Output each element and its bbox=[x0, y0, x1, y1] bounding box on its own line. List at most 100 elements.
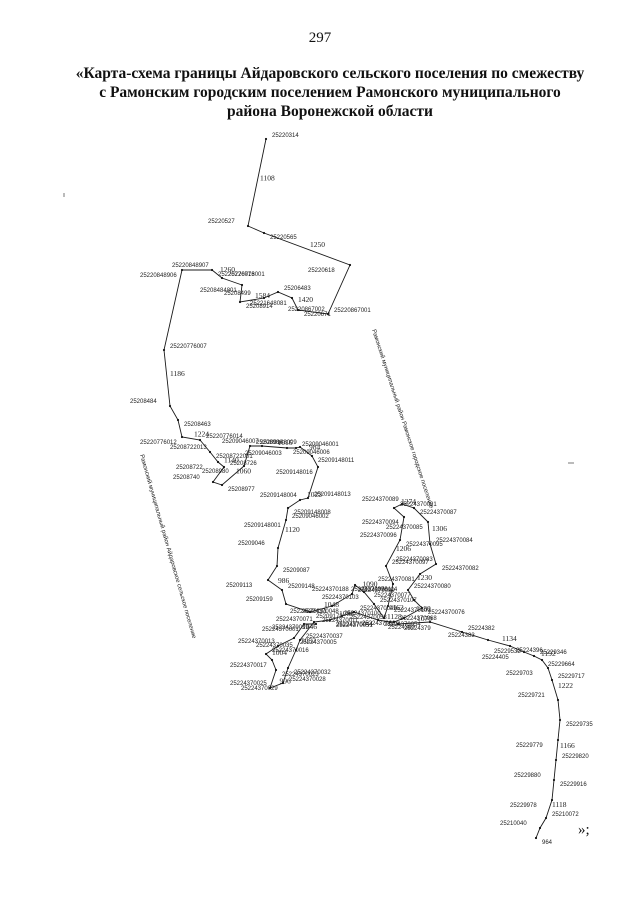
point-label: 25224370084 bbox=[436, 538, 473, 544]
point-label: 25224370081 bbox=[378, 577, 415, 583]
point-label: 25220867001 bbox=[334, 308, 371, 314]
boundary-point-marker bbox=[406, 588, 410, 592]
segment-distance-label: 1206 bbox=[396, 544, 411, 553]
point-label: 25224370076 bbox=[428, 610, 465, 616]
point-label: 25224370058 bbox=[350, 615, 387, 621]
segment-distance-label: 996 bbox=[280, 677, 292, 686]
point-label: 25209148008 bbox=[294, 510, 331, 516]
boundary-point-marker bbox=[396, 622, 400, 626]
boundary-point-marker bbox=[532, 654, 536, 658]
point-label: 25220848907 bbox=[172, 263, 209, 269]
boundary-point-marker bbox=[292, 636, 296, 640]
point-label: 25229820 bbox=[562, 754, 589, 760]
boundary-point-marker bbox=[290, 296, 294, 300]
segment-distance-label: 1260 bbox=[220, 265, 235, 274]
boundary-point-marker bbox=[298, 638, 302, 642]
boundary-point-marker bbox=[284, 518, 288, 522]
point-label: 25224382 bbox=[468, 626, 495, 632]
boundary-point-marker bbox=[314, 622, 318, 626]
boundary-point-marker bbox=[522, 650, 526, 654]
segment-distance-label: 1022 bbox=[307, 490, 322, 499]
boundary-point-marker bbox=[281, 681, 285, 685]
boundary-point-marker bbox=[208, 450, 212, 454]
point-label: 25224370188 bbox=[312, 587, 349, 593]
title-line-2: с Рамонским городским поселением Рамонск… bbox=[99, 84, 561, 101]
point-label: 25220776014 bbox=[206, 434, 243, 440]
boundary-point-marker bbox=[262, 296, 266, 300]
point-label: 25224370016 bbox=[272, 648, 309, 654]
point-label: 25220671 bbox=[304, 312, 331, 318]
district-label-left: Рамонский муниципальный район Айдаровско… bbox=[138, 454, 198, 640]
point-label: 25224370071 bbox=[276, 617, 313, 623]
boundary-point-marker bbox=[264, 137, 268, 141]
point-label: 25229717 bbox=[558, 674, 585, 680]
point-label: 25224370039 bbox=[272, 625, 309, 631]
point-label: 25224370051 bbox=[336, 623, 373, 629]
boundary-point-marker bbox=[540, 658, 544, 662]
point-label: 25220776012 bbox=[140, 440, 177, 446]
point-label: 25224370114 bbox=[361, 587, 398, 593]
boundary-point-marker bbox=[280, 588, 284, 592]
boundary-point-marker bbox=[400, 502, 404, 506]
segment-distance-label: 1004 bbox=[272, 648, 287, 657]
boundary-point-marker bbox=[508, 644, 512, 648]
segment-distance-label: 1192 bbox=[541, 649, 556, 658]
title-line-1: «Карта-схема границы Айдаровского сельск… bbox=[75, 65, 585, 82]
boundary-point-marker bbox=[198, 438, 202, 442]
segment-distance-label: 1048 bbox=[324, 600, 339, 609]
point-label: 25220848906 bbox=[140, 273, 177, 279]
title-line-3: района Воронежской области bbox=[227, 103, 433, 120]
boundary-point-marker bbox=[238, 300, 242, 304]
point-label: 25229346 bbox=[540, 650, 567, 656]
boundary-point-marker bbox=[220, 276, 224, 280]
point-label: 25220867002 bbox=[288, 307, 325, 313]
point-label: 25224370077 bbox=[374, 593, 411, 599]
segment-distance-label: 1306 bbox=[432, 524, 447, 533]
boundary-point-marker bbox=[210, 268, 214, 272]
boundary-point-marker bbox=[168, 404, 172, 408]
segment-distance-label: 986 bbox=[278, 576, 290, 585]
boundary-point-marker bbox=[268, 686, 272, 690]
page-number: 297 bbox=[308, 30, 332, 46]
segment-distance-label: 1060 bbox=[236, 467, 251, 476]
point-label: 25224370131 bbox=[290, 609, 327, 615]
point-label: 25224370069 bbox=[362, 621, 399, 627]
point-label: 25220776013 bbox=[218, 272, 255, 278]
boundary-point-marker bbox=[285, 446, 289, 450]
segment-distance-label: 1070 bbox=[417, 614, 432, 623]
segment-distance-label: 1046 bbox=[302, 622, 317, 631]
point-label: 25224370107 bbox=[380, 598, 417, 604]
boundary-line bbox=[162, 137, 562, 840]
boundary-point-marker bbox=[388, 620, 392, 624]
point-label: 25224370094 bbox=[362, 520, 399, 526]
point-label: 25229735 bbox=[566, 722, 593, 728]
point-label: 25224370085 bbox=[386, 525, 423, 531]
segment-distance-label: 1222 bbox=[558, 681, 573, 690]
boundary-point-marker bbox=[276, 546, 280, 550]
boundary-point-marker bbox=[330, 604, 334, 608]
closing-mark: »; bbox=[578, 822, 590, 838]
boundary-point-marker bbox=[270, 658, 274, 662]
boundary-point-marker bbox=[386, 604, 390, 608]
boundary-point-marker bbox=[220, 483, 224, 487]
point-label: 25221648081 bbox=[250, 301, 287, 307]
boundary-point-marker bbox=[294, 446, 298, 450]
boundary-point-marker bbox=[550, 678, 554, 682]
point-label: 25224370029 bbox=[241, 686, 278, 692]
point-label: 25224370096 bbox=[360, 533, 397, 539]
boundary-point-marker bbox=[284, 602, 288, 606]
boundary-point-marker bbox=[176, 418, 180, 422]
point-label: 25206483 bbox=[284, 286, 311, 292]
boundary-point-marker bbox=[246, 224, 250, 228]
point-label: 25220565 bbox=[270, 235, 297, 241]
point-label: 25208463 bbox=[184, 422, 211, 428]
boundary-point-marker bbox=[276, 290, 280, 294]
point-label: 25209113 bbox=[226, 583, 253, 589]
point-label: 25224379 bbox=[404, 626, 431, 632]
point-label: 25209148004 bbox=[260, 493, 297, 499]
boundary-point-marker bbox=[486, 638, 490, 642]
boundary-point-marker bbox=[262, 231, 266, 235]
boundary-point-marker bbox=[554, 758, 558, 762]
boundary-point-marker bbox=[350, 592, 354, 596]
boundary-point-marker bbox=[222, 465, 226, 469]
